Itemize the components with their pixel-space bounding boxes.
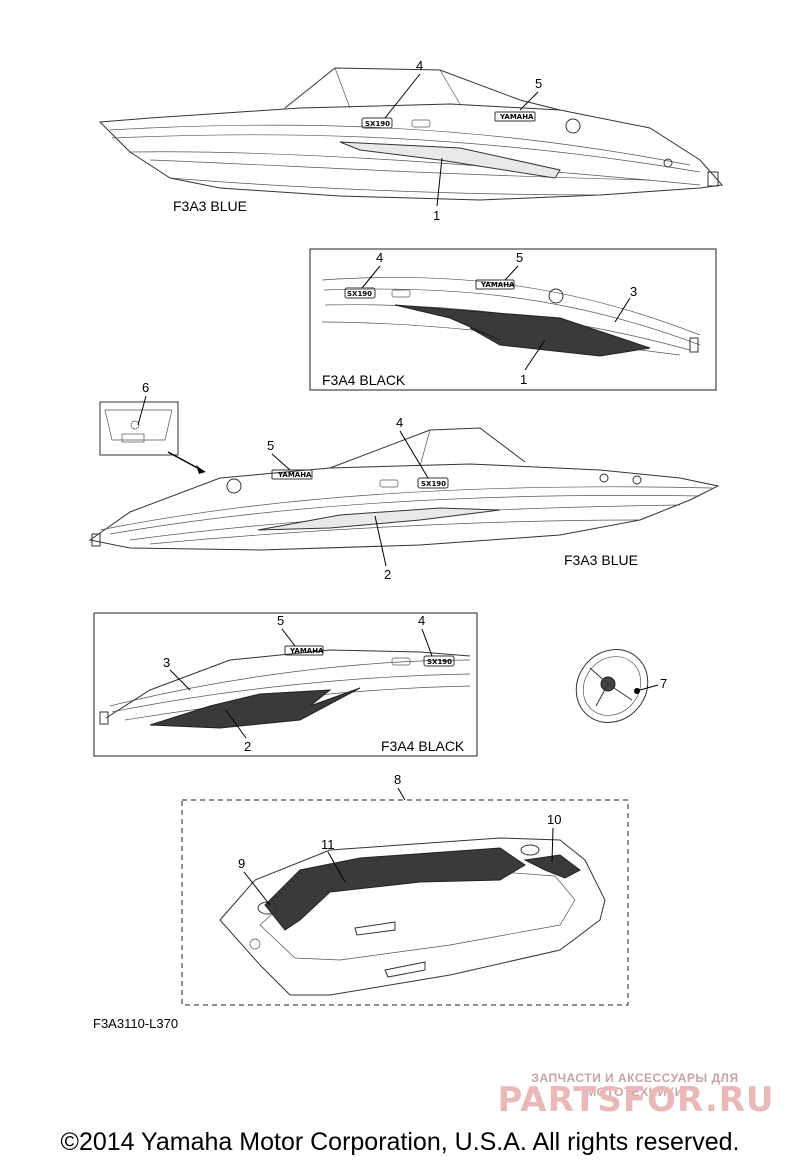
brand-badge-mid: YAMAHA: [277, 471, 312, 479]
mid-boat-label: F3A3 BLUE: [564, 552, 638, 568]
callout-top-4: 4: [416, 58, 423, 73]
callout-wheel-7: 7: [660, 676, 667, 691]
top-boat-label: F3A3 BLUE: [173, 198, 247, 214]
brand-badge-box1: YAMAHA: [480, 281, 515, 289]
model-badge-top: SX190: [365, 120, 390, 128]
watermark-logo-text: PARTSFOR.RU: [497, 1080, 775, 1120]
callout-box2-5: 5: [277, 613, 284, 628]
callout-box1-4: 4: [376, 250, 383, 265]
callout-top-1: 1: [433, 208, 440, 223]
box2-drawing: [99, 645, 471, 729]
box1-drawing: [321, 277, 701, 357]
model-badge-mid: SX190: [421, 480, 446, 488]
stern-inset: [99, 401, 179, 456]
callout-top-5: 5: [535, 76, 542, 91]
model-badge-box1: SX190: [347, 290, 372, 298]
callout-box2-2: 2: [244, 739, 251, 754]
deck-mat-drawing: [219, 837, 606, 996]
callout-mid-5: 5: [267, 438, 274, 453]
brand-badge-box2: YAMAHA: [289, 647, 324, 655]
callout-deck-10: 10: [547, 812, 561, 827]
callout-box1-3: 3: [630, 284, 637, 299]
box2-label: F3A4 BLACK: [381, 738, 465, 754]
callout-mid-2: 2: [384, 567, 391, 582]
model-badge-box2: SX190: [427, 658, 452, 666]
callout-deck-8: 8: [394, 772, 401, 787]
callout-box2-3: 3: [163, 655, 170, 670]
watermark-tagline: ЗАПЧАСТИ И АКСЕССУАРЫ ДЛЯ МОТОТЕХНИКИ: [531, 1071, 739, 1099]
deck-mat-dashed-frame: [181, 799, 629, 1006]
brand-badge-top: YAMAHA: [499, 113, 534, 121]
box1-label: F3A4 BLACK: [322, 372, 406, 388]
callout-deck-9: 9: [238, 856, 245, 871]
box1-frame: [309, 248, 717, 391]
mid-boat-drawing: [88, 427, 720, 551]
drawing-code: F3A3110-L370: [93, 1016, 178, 1031]
callout-mid-4: 4: [396, 415, 403, 430]
callout-inset-6: 6: [142, 380, 149, 395]
callout-box1-1: 1: [520, 372, 527, 387]
copyright-notice: ©2014 Yamaha Motor Corporation, U.S.A. A…: [60, 1128, 740, 1156]
top-boat-drawing: [98, 67, 723, 201]
steering-wheel-drawing: [575, 649, 649, 723]
callout-box2-4: 4: [418, 613, 425, 628]
callout-box1-5: 5: [516, 250, 523, 265]
callout-deck-11: 11: [321, 837, 335, 852]
box2-frame: [93, 612, 478, 757]
